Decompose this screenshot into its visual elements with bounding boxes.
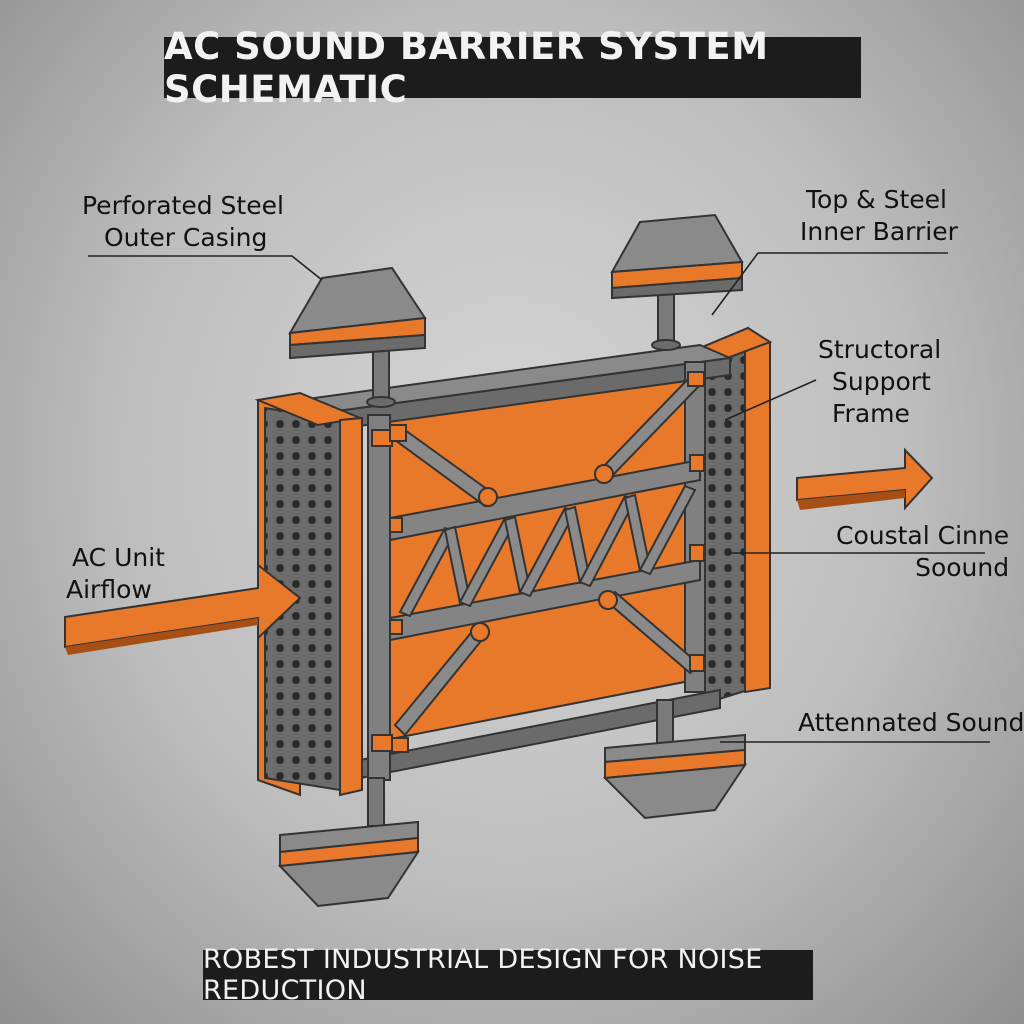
top-left-mount <box>288 266 427 408</box>
label-support-frame-line1: Structoral <box>818 335 942 364</box>
footer-caption: ROBEST INDUSTRIAL DESIGN FOR NOISE REDUC… <box>203 944 813 1006</box>
sound-arrow-out <box>796 447 934 511</box>
label-support-frame: Structoral Support Frame <box>818 334 941 430</box>
diagonal-braces <box>393 375 702 737</box>
label-outer-casing-line2: Outer Casing <box>104 223 268 252</box>
right-post <box>684 361 706 693</box>
label-ac-airflow: AC Unit Airflow <box>66 542 165 606</box>
bottom-left-mount <box>277 777 420 908</box>
label-inner-barrier-line1: Top & Steel <box>806 185 947 214</box>
label-inner-barrier: Top & Steel Inner Barrier <box>800 184 958 248</box>
label-inner-barrier-line2: Inner Barrier <box>800 217 958 246</box>
airflow-arrow-in <box>64 562 302 655</box>
label-ac-airflow-line1: AC Unit <box>72 543 165 572</box>
label-outer-casing-line1: Perforated Steel <box>82 191 284 220</box>
top-right-mount <box>610 213 744 351</box>
gusset-brackets <box>371 371 705 753</box>
label-coustal-sound-line1: Coustal Cinne <box>836 521 1010 550</box>
label-support-frame-line3: Frame <box>832 399 910 428</box>
bottom-right-mount <box>602 699 747 820</box>
label-attenuated-sound: Attennated Sound <box>798 708 1024 737</box>
label-coustal-sound-line2: Soound <box>915 553 1010 582</box>
left-post <box>367 414 391 781</box>
label-coustal-sound: Coustal Cinne Soound <box>836 520 1009 584</box>
label-support-frame-line2: Support <box>832 367 931 396</box>
label-ac-airflow-line2: Airflow <box>66 575 152 604</box>
leader-lines <box>88 252 990 743</box>
label-outer-casing: Perforated Steel Outer Casing <box>82 190 284 254</box>
right-perforated-panel <box>697 326 773 707</box>
